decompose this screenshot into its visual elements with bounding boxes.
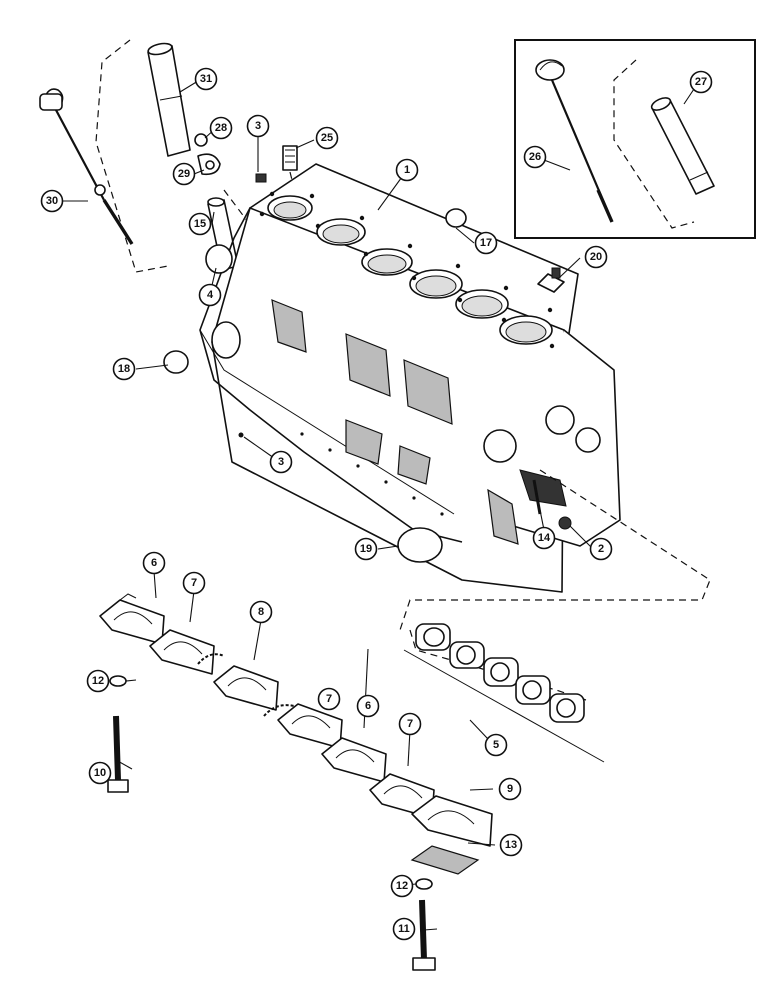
callout-7-right: 7 bbox=[398, 712, 422, 736]
pipe-plug-part bbox=[558, 516, 572, 530]
svg-text:10: 10 bbox=[94, 767, 106, 779]
oil-tube-part bbox=[147, 42, 191, 157]
svg-text:1: 1 bbox=[404, 164, 410, 176]
cap-bolt-short-part bbox=[107, 715, 129, 793]
expansion-plug-part bbox=[445, 208, 467, 228]
callout-5: 5 bbox=[484, 733, 508, 757]
svg-text:20: 20 bbox=[590, 251, 602, 263]
callout-26: 26 bbox=[523, 145, 547, 169]
callout-13: 13 bbox=[499, 833, 523, 857]
svg-text:13: 13 bbox=[505, 839, 517, 851]
svg-text:3: 3 bbox=[255, 120, 261, 132]
callout-7-middle: 7 bbox=[317, 687, 341, 711]
main-bearing-caps-part bbox=[99, 593, 493, 847]
svg-text:12: 12 bbox=[92, 675, 104, 687]
callout-12-lower: 12 bbox=[390, 874, 414, 898]
callout-7-left: 7 bbox=[182, 571, 206, 595]
washer-part-upper bbox=[109, 675, 127, 687]
callout-8: 8 bbox=[249, 600, 273, 624]
nut-part bbox=[255, 173, 267, 183]
svg-text:2: 2 bbox=[598, 543, 604, 555]
svg-text:26: 26 bbox=[529, 151, 541, 163]
svg-text:30: 30 bbox=[46, 195, 58, 207]
svg-text:12: 12 bbox=[396, 880, 408, 892]
svg-text:11: 11 bbox=[398, 923, 410, 935]
svg-text:7: 7 bbox=[326, 693, 332, 705]
cap-bolt-long-part bbox=[412, 899, 436, 971]
callout-6-right: 6 bbox=[356, 694, 380, 718]
small-plug-part bbox=[238, 432, 244, 438]
svg-text:8: 8 bbox=[258, 606, 264, 618]
svg-text:3: 3 bbox=[278, 456, 284, 468]
engine-block-part bbox=[199, 163, 621, 593]
callout-31: 31 bbox=[194, 67, 218, 91]
callout-18: 18 bbox=[112, 357, 136, 381]
callout-10: 10 bbox=[88, 761, 112, 785]
svg-text:18: 18 bbox=[118, 363, 130, 375]
svg-text:6: 6 bbox=[151, 557, 157, 569]
svg-text:17: 17 bbox=[480, 237, 492, 249]
freeze-plug-part bbox=[163, 350, 189, 374]
svg-text:4: 4 bbox=[207, 289, 214, 301]
core-plug-part bbox=[205, 244, 233, 274]
svg-text:27: 27 bbox=[695, 76, 707, 88]
svg-text:28: 28 bbox=[215, 122, 227, 134]
clamp-part bbox=[197, 153, 221, 176]
oil-pressure-sender-part bbox=[537, 267, 565, 293]
inset-alternate-dipstick bbox=[514, 39, 756, 239]
callout-17: 17 bbox=[474, 231, 498, 255]
callout-27: 27 bbox=[689, 70, 713, 94]
svg-text:9: 9 bbox=[507, 783, 513, 795]
svg-text:5: 5 bbox=[493, 739, 499, 751]
o-ring-part bbox=[194, 133, 208, 147]
svg-text:7: 7 bbox=[191, 577, 197, 589]
inset-tube-part bbox=[650, 97, 715, 195]
svg-text:19: 19 bbox=[360, 543, 372, 555]
svg-text:15: 15 bbox=[194, 218, 206, 230]
svg-text:25: 25 bbox=[321, 132, 333, 144]
callout-9: 9 bbox=[498, 777, 522, 801]
callout-28: 28 bbox=[209, 116, 233, 140]
sensor-plug-part bbox=[282, 145, 298, 171]
svg-text:6: 6 bbox=[365, 700, 371, 712]
callout-3-lower: 3 bbox=[269, 450, 293, 474]
callout-20: 20 bbox=[584, 245, 608, 269]
callout-12-upper: 12 bbox=[86, 669, 110, 693]
callout-4: 4 bbox=[198, 283, 222, 307]
dipstick-assembly bbox=[39, 39, 169, 273]
callout-15: 15 bbox=[188, 212, 212, 236]
callout-29: 29 bbox=[172, 162, 196, 186]
callout-14: 14 bbox=[532, 526, 556, 550]
callout-19: 19 bbox=[354, 537, 378, 561]
camshaft-bearings-part bbox=[403, 623, 605, 763]
large-cup-plug-part bbox=[397, 527, 443, 563]
washer-part-lower bbox=[415, 878, 433, 890]
callout-30: 30 bbox=[40, 189, 64, 213]
callout-11: 11 bbox=[392, 917, 416, 941]
callout-3-upper: 3 bbox=[246, 114, 270, 138]
svg-text:14: 14 bbox=[538, 532, 551, 544]
callout-1: 1 bbox=[395, 158, 419, 182]
lock-plate-part bbox=[410, 845, 480, 875]
callout-25: 25 bbox=[315, 126, 339, 150]
svg-text:29: 29 bbox=[178, 168, 190, 180]
callout-2: 2 bbox=[589, 537, 613, 561]
inset-dipstick-part bbox=[535, 59, 614, 223]
callout-6-left: 6 bbox=[142, 551, 166, 575]
bearing-path-dash bbox=[399, 469, 711, 631]
svg-text:31: 31 bbox=[200, 73, 212, 85]
svg-text:7: 7 bbox=[407, 718, 413, 730]
